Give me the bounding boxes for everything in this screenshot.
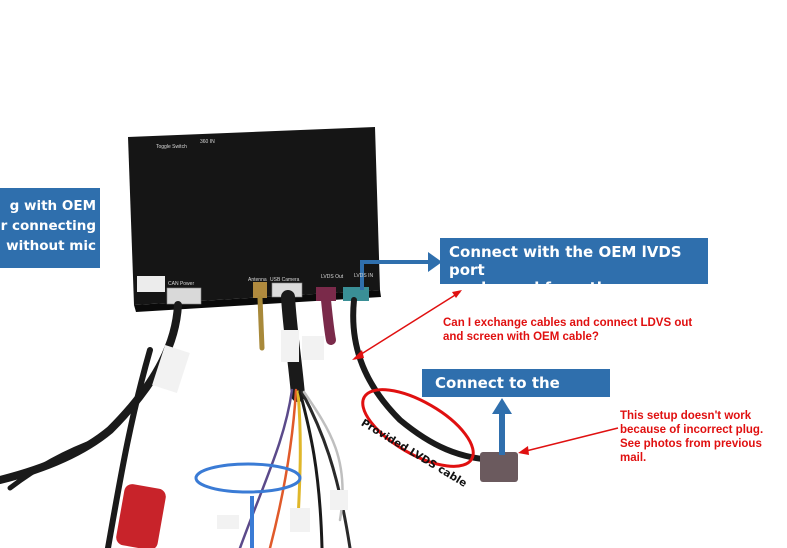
cable-sleeves <box>116 330 518 548</box>
highlight-ellipse <box>194 462 302 494</box>
cable-exchange-question: Can I exchange cables and connect LDVS o… <box>443 317 693 343</box>
red-arrow-setup <box>518 427 619 455</box>
screen-callout: Connect to the screen <box>422 369 610 397</box>
usb-camera-label: USB Camera <box>270 277 300 283</box>
box-connectors <box>166 282 369 305</box>
serial-sticker <box>137 276 165 292</box>
in-360-label: 360 IN <box>200 139 215 145</box>
toggle-switch-label: Toggle Switch <box>156 144 187 150</box>
antenna-label: Antenna <box>248 277 267 283</box>
setup-failure-note: This setup doesn't work because of incor… <box>620 410 764 464</box>
oem-mic-callout: g with OEM r connecting without mic <box>0 188 100 268</box>
cable-highlight-ellipse <box>361 388 475 468</box>
can-power-label: CAN Power <box>168 281 195 287</box>
lvds-out-label: LVDS Out <box>321 274 344 280</box>
lvds-arrow <box>360 252 442 290</box>
lvds-in-label: LVDS IN <box>354 273 374 279</box>
screen-arrow <box>492 398 512 455</box>
red-arrow-question <box>352 290 462 360</box>
lvds-port-callout: Connect with the OEM lVDS port unplugged… <box>440 238 708 284</box>
